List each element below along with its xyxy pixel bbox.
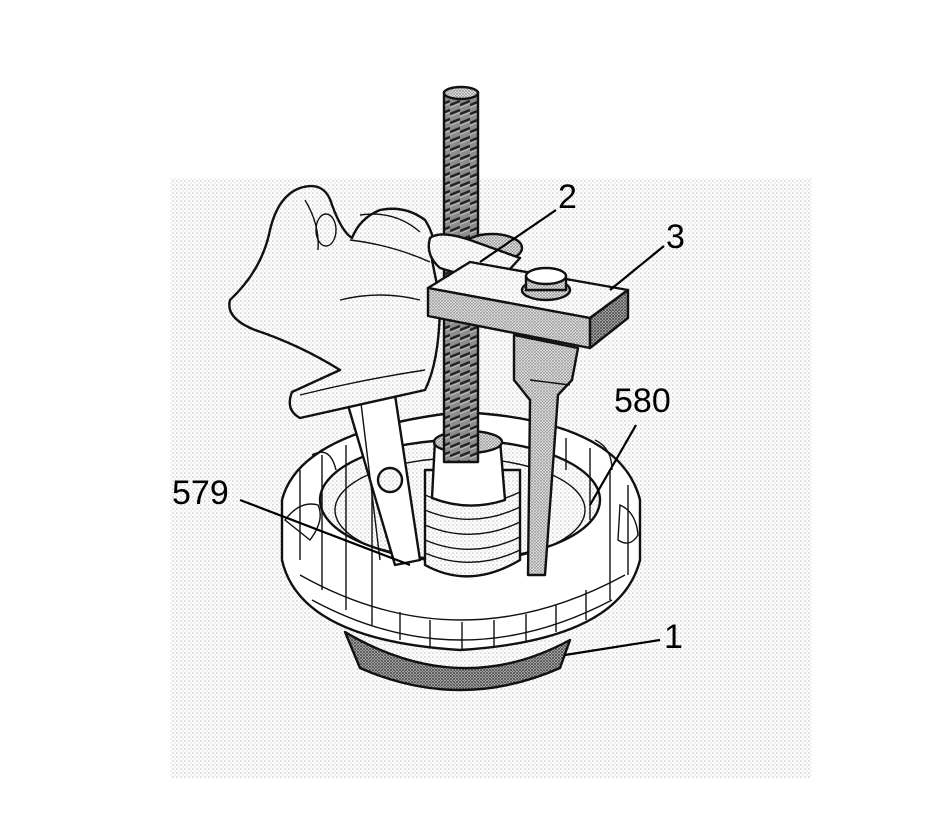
puller-leg xyxy=(512,333,580,577)
callout-2: 2 xyxy=(558,178,577,216)
technician-hand xyxy=(228,184,442,567)
callout-3: 3 xyxy=(666,218,685,256)
leader-3 xyxy=(609,245,665,291)
callout-579: 579 xyxy=(172,474,229,512)
leader-2 xyxy=(479,209,557,263)
leader-580 xyxy=(589,424,637,506)
bridge-bar-part-3 xyxy=(426,260,630,350)
leader-lines xyxy=(239,209,665,657)
leader-1 xyxy=(564,638,661,657)
leader-579 xyxy=(239,498,411,567)
callout-1: 1 xyxy=(664,618,683,656)
callout-580: 580 xyxy=(614,382,671,420)
